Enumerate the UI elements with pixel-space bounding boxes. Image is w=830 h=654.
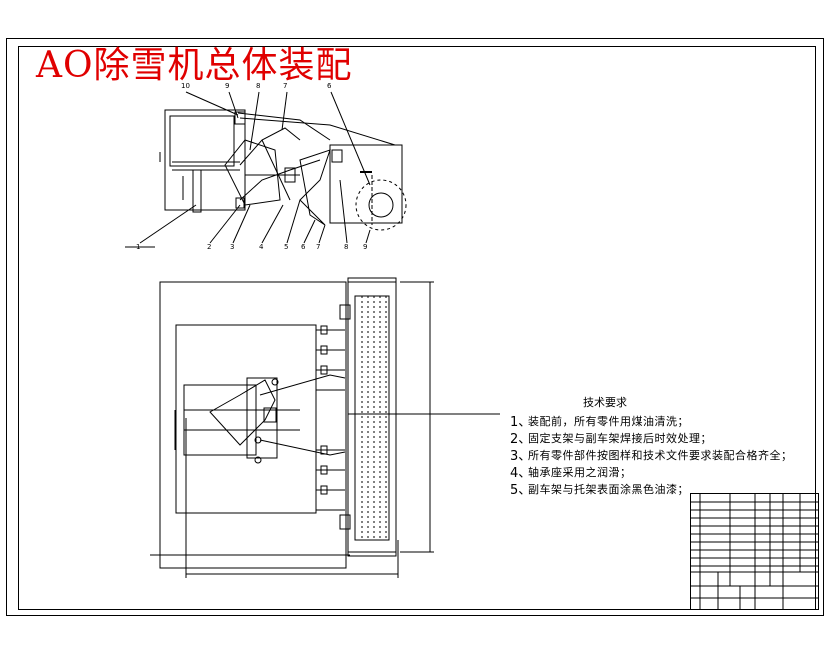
- tech-req-text: 固定支架与副车架焊接后时效处理；: [528, 431, 712, 445]
- tech-req-item: 3、 所有零件部件按图样和技术文件要求装配合格齐全；: [510, 446, 825, 465]
- tech-req-item: 2、 固定支架与副车架焊接后时效处理；: [510, 429, 825, 448]
- tech-req-item: 4、 轴承座采用之润滑；: [510, 463, 825, 482]
- tech-req-text: 轴承座采用之润滑；: [528, 465, 632, 479]
- brush-housing: [329, 144, 403, 224]
- plan-view: [150, 277, 500, 578]
- title-block-frame: [690, 493, 819, 610]
- balloon-6: 6: [327, 82, 332, 90]
- vehicle-plan-outline: [159, 281, 347, 569]
- balloon-2: 2: [207, 243, 212, 251]
- tech-req-number: 3、: [510, 449, 532, 464]
- balloon-5: 5: [284, 243, 289, 251]
- balloon-1: 1: [136, 243, 141, 251]
- tech-req-item: 5、 副车架与托架表面涂黑色油漆；: [510, 480, 825, 499]
- vehicle-body-outline: [164, 109, 246, 211]
- balloon-9: 9: [225, 82, 230, 90]
- tech-req-text: 副车架与托架表面涂黑色油漆；: [528, 482, 689, 496]
- tech-req-number: 5、: [510, 483, 532, 498]
- balloon-7b: 7: [316, 243, 321, 251]
- tech-req-number: 1、: [510, 415, 532, 430]
- tech-req-item: 1、 装配前，所有零件用煤油清洗；: [510, 412, 825, 431]
- chassis-frame: [175, 324, 317, 514]
- title-block: [690, 493, 819, 610]
- engine-block: [183, 384, 257, 456]
- tech-req-heading: 技术要求: [583, 396, 627, 409]
- roller-brush: [354, 295, 390, 541]
- tech-req-text: 所有零件部件按图样和技术文件要求装配合格齐全；: [528, 448, 793, 462]
- brush-roller: [368, 192, 394, 218]
- tech-req-number: 2、: [510, 432, 532, 447]
- balloon-4: 4: [259, 243, 264, 251]
- drawing-border-inner: [18, 46, 816, 610]
- balloon-6b: 6: [301, 243, 306, 251]
- balloon-8: 8: [256, 82, 261, 90]
- balloon-9b: 9: [363, 243, 368, 251]
- technical-requirements: 技术要求 1、 装配前，所有零件用煤油清洗； 2、 固定支架与副车架焊接后时效处…: [510, 394, 825, 499]
- balloon-8b: 8: [344, 243, 349, 251]
- tech-req-text: 装配前，所有零件用煤油清洗；: [528, 414, 689, 428]
- drawing-title: AO除雪机总体装配: [36, 45, 353, 86]
- side-view: [125, 91, 407, 248]
- drawing-border-outer: [6, 38, 824, 616]
- balloon-7: 7: [283, 82, 288, 90]
- tech-req-number: 4、: [510, 466, 532, 481]
- vehicle-cab: [169, 115, 235, 167]
- roller-frame: [347, 277, 397, 557]
- balloon-3: 3: [230, 243, 235, 251]
- balloon-10: 10: [181, 82, 190, 90]
